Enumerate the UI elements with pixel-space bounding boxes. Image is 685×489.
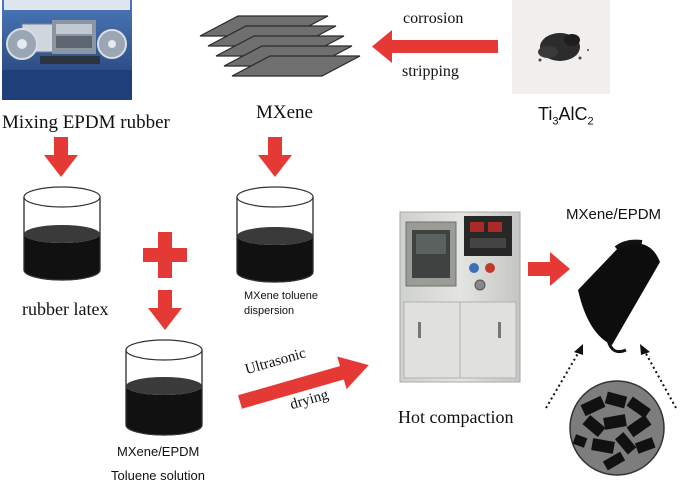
mixer-photo	[2, 0, 132, 100]
label-mxene: MXene	[256, 102, 313, 123]
precursor-sub-3: 3	[552, 115, 559, 128]
label-stripping: stripping	[402, 63, 459, 80]
cylinder-mxene-dispersion	[236, 186, 314, 283]
dotted-arrowhead-right	[640, 344, 650, 355]
label-product: MXene/EPDM	[566, 206, 662, 223]
arrow-mxene-down	[258, 137, 292, 177]
cylinder-rubber-latex	[23, 186, 101, 281]
arrow-latex-down	[148, 290, 182, 330]
label-dispersion-2: dispersion	[244, 305, 295, 317]
cylinder-composite-solution	[125, 339, 203, 436]
label-corrosion: corrosion	[403, 10, 464, 27]
dotted-arrow-left	[545, 349, 581, 409]
precursor-sub-2: 2	[587, 115, 594, 128]
label-rubber-latex: rubber latex	[22, 299, 109, 319]
label-solution-1: MXene/EPDM	[117, 444, 200, 459]
arrow-to-product	[528, 252, 570, 286]
precursor-ti: Ti	[538, 104, 553, 124]
mxene-sheets-icon	[199, 15, 361, 77]
hot-press-photo	[399, 211, 521, 383]
label-precursor: Ti3AlC2	[538, 104, 594, 128]
plus-icon	[143, 232, 187, 278]
powder-photo	[512, 0, 610, 94]
label-dispersion-1: MXene toluene	[244, 290, 318, 302]
arrow-mixing-down	[44, 137, 78, 177]
arrow-ultrasonic-drying	[238, 356, 369, 409]
precursor-alc: AlC	[558, 104, 588, 124]
arrow-corrosion	[372, 30, 498, 63]
dotted-arrow-right	[643, 349, 677, 409]
dotted-arrowhead-left	[574, 344, 583, 355]
label-solution-2: Toluene solution	[111, 468, 205, 483]
label-mixing: Mixing EPDM rubber	[2, 112, 170, 133]
label-hot-compaction: Hot compaction	[398, 407, 514, 427]
product-sheet-icon	[578, 239, 660, 354]
composite-circle-icon	[569, 380, 665, 476]
